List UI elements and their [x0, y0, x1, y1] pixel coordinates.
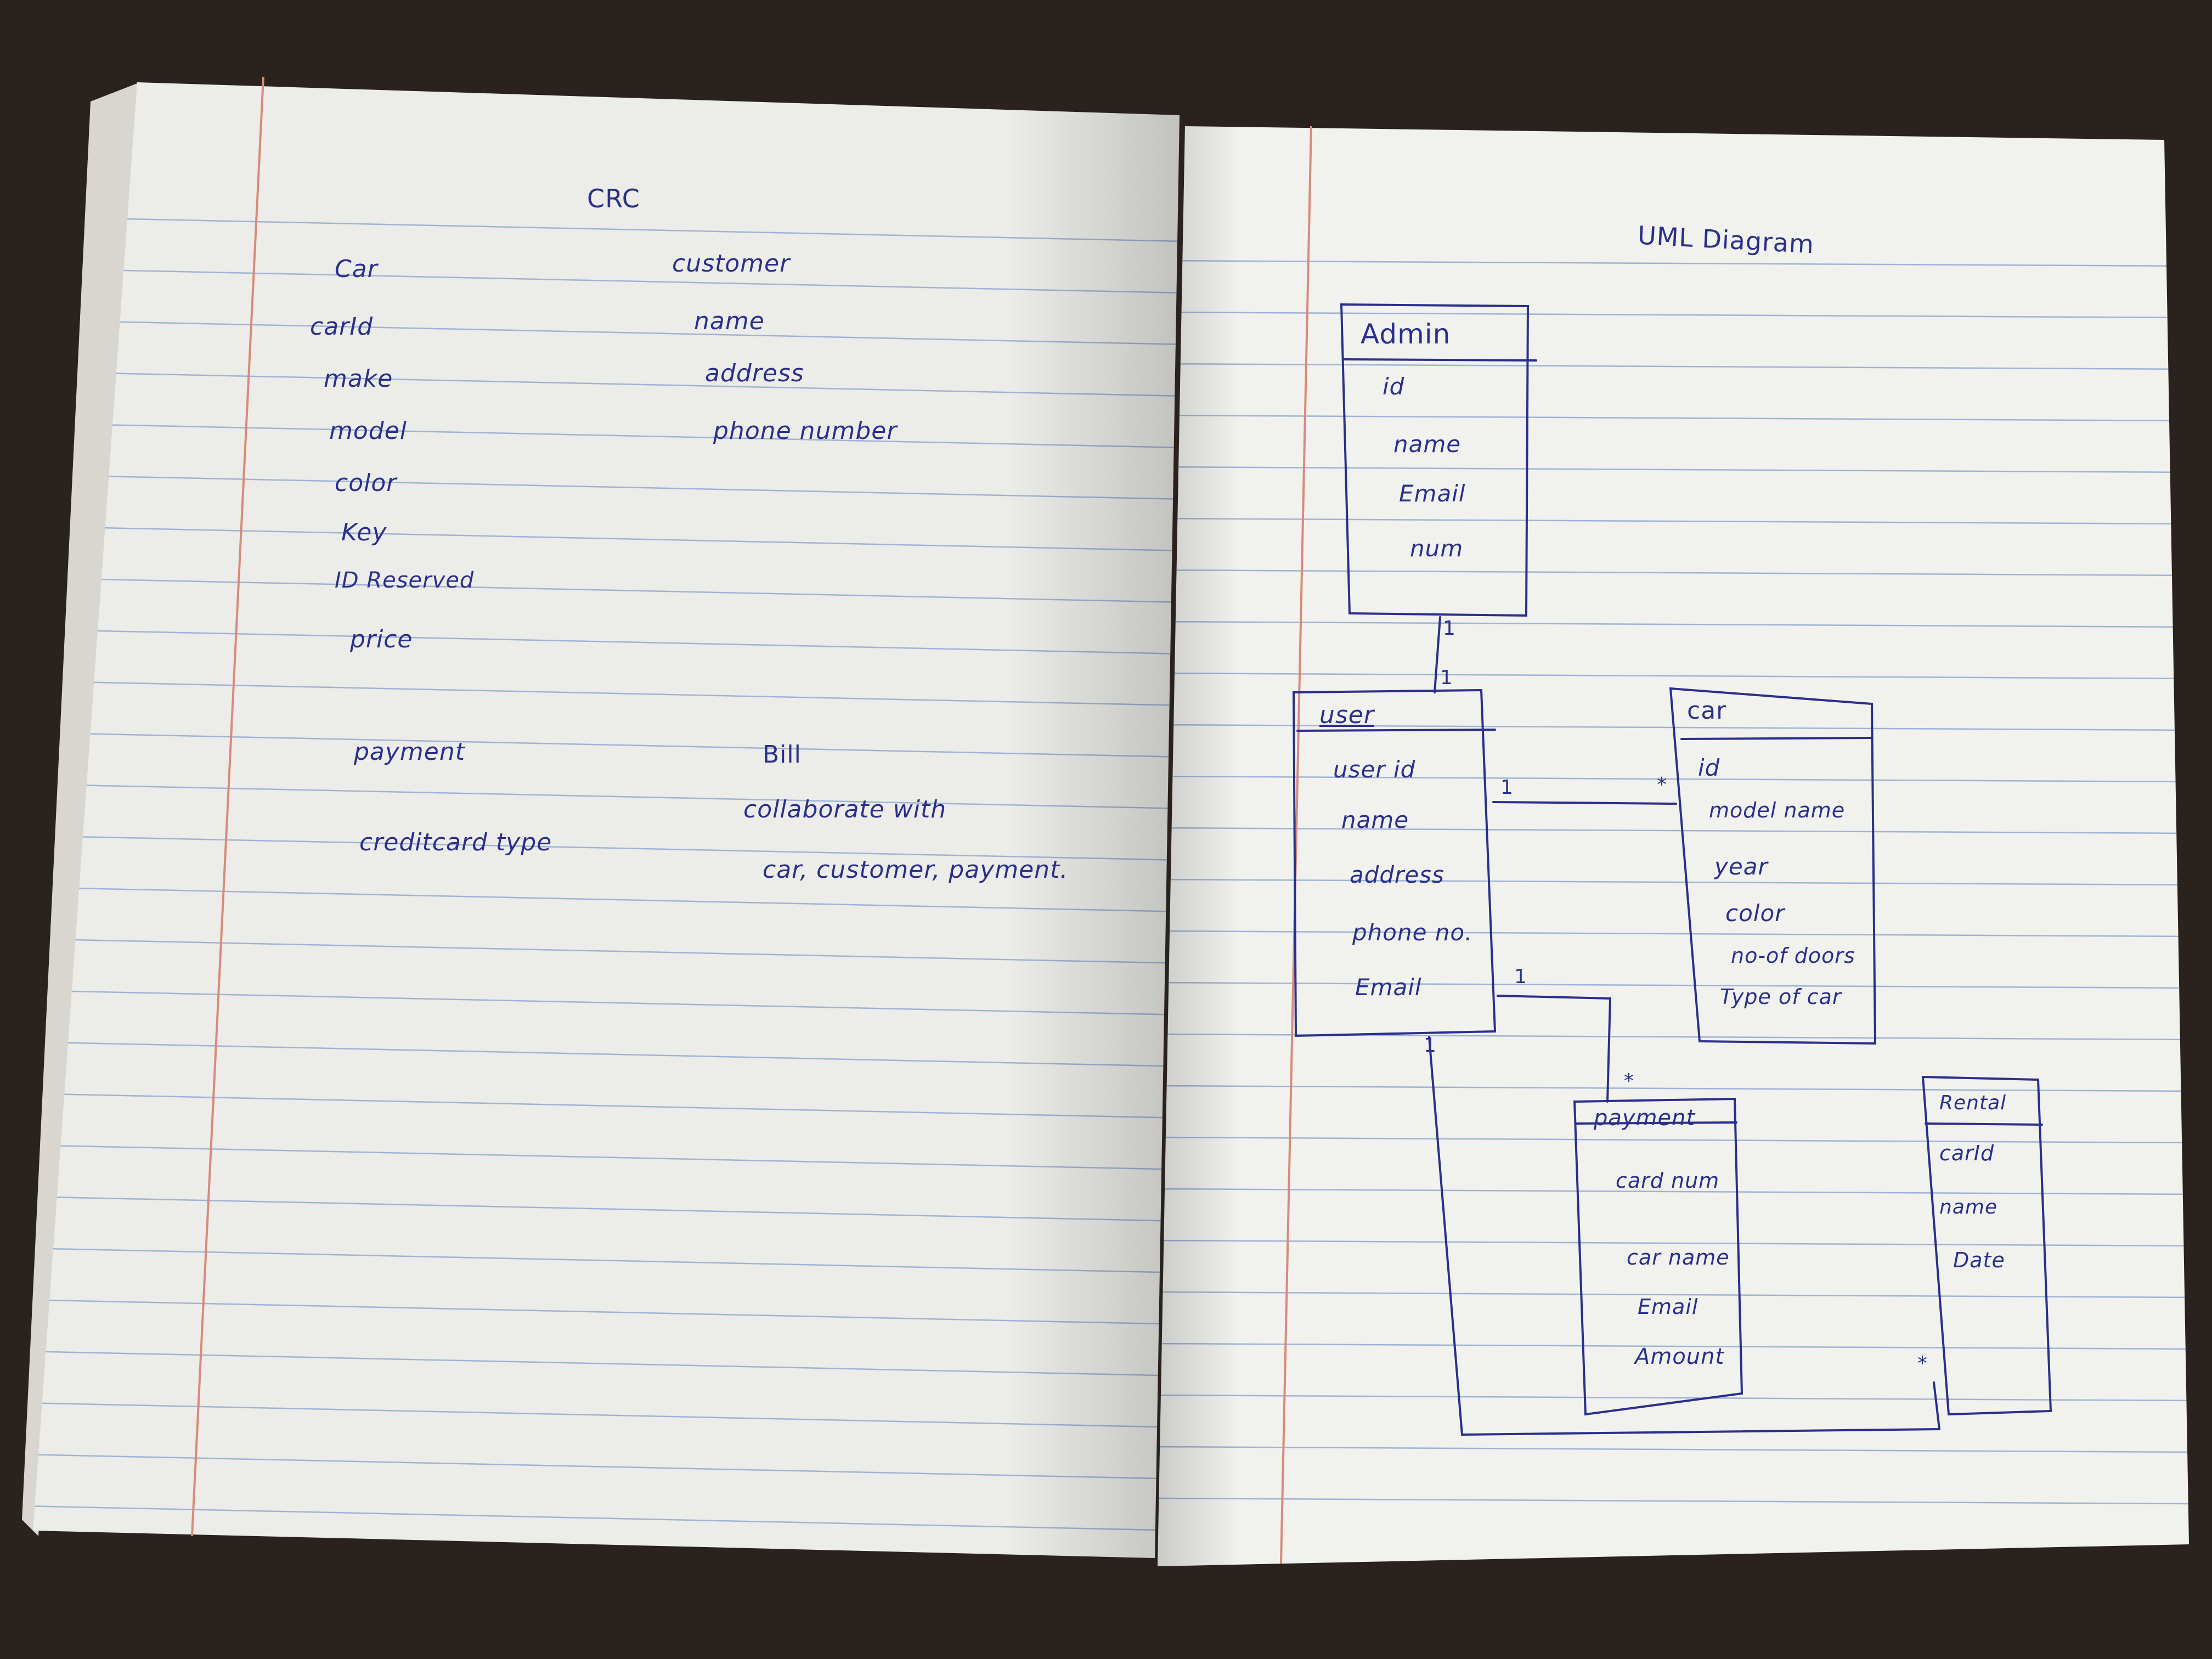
multiplicity-label: 1 [1514, 966, 1527, 988]
multiplicity-label: * [1657, 774, 1667, 796]
user-payment-association [1497, 995, 1612, 1103]
payment-attribute: car name [1627, 1245, 1730, 1269]
user-header-divider [1296, 729, 1496, 732]
admin-user-association [1434, 616, 1441, 693]
crc-car-item: Key [341, 518, 387, 546]
crc-customer-item: phone number [713, 417, 898, 445]
car-attribute: no-of doors [1731, 944, 1855, 968]
rental-attribute: Date [1953, 1248, 2005, 1272]
crc-payment-item: creditcard type [359, 828, 552, 856]
rental-class-box [1921, 1075, 2052, 1416]
admin-class-box [1340, 303, 1530, 617]
payment-class-name: payment [1594, 1105, 1696, 1131]
multiplicity-label: 1 [1424, 1034, 1437, 1057]
user-attribute: phone no. [1352, 919, 1473, 946]
crc-car-item: color [335, 469, 397, 497]
crc-customer-item: name [694, 307, 765, 335]
user-attribute: address [1350, 861, 1444, 888]
admin-attribute: Email [1399, 480, 1466, 507]
crc-bill-item: car, customer, payment. [763, 856, 1069, 884]
payment-attribute: Amount [1635, 1344, 1725, 1369]
multiplicity-label: 1 [1500, 776, 1514, 799]
crc-bill-item: collaborate with [743, 795, 947, 823]
user-rental-association [1428, 1036, 1941, 1436]
user-attribute: name [1341, 806, 1409, 833]
payment-class-box [1573, 1097, 1743, 1416]
crc-bill-title: Bill [763, 741, 802, 769]
admin-header-divider [1343, 358, 1537, 362]
crc-car-item: price [350, 625, 413, 653]
uml-shapes [1292, 303, 2052, 1436]
admin-class-name: Admin [1361, 318, 1451, 350]
crc-car-item: make [324, 365, 393, 393]
crc-heading: CRC [587, 184, 640, 213]
crc-car-item: carId [310, 313, 374, 341]
car-attribute: color [1725, 900, 1785, 927]
multiplicity-label: * [1917, 1352, 1928, 1375]
crc-customer-item: address [705, 359, 804, 387]
rental-header-divider [1925, 1122, 2043, 1126]
car-attribute: id [1698, 754, 1720, 781]
rental-attribute: carId [1939, 1141, 1995, 1165]
crc-customer-title: customer [672, 250, 791, 278]
payment-header-divider [1575, 1121, 1737, 1125]
crc-car-item: ID Reserved [335, 568, 475, 593]
car-attribute: year [1714, 853, 1768, 880]
user-car-association [1492, 801, 1677, 805]
admin-attribute: num [1410, 535, 1464, 562]
car-header-divider [1680, 737, 1873, 740]
car-class-name: car [1687, 697, 1727, 725]
rental-class-name: Rental [1939, 1092, 2007, 1114]
crc-car-title: Car [335, 255, 378, 283]
payment-attribute: Email [1638, 1295, 1699, 1319]
rental-attribute: name [1939, 1196, 1998, 1218]
admin-attribute: id [1383, 373, 1405, 400]
user-class-box [1292, 689, 1497, 1037]
multiplicity-label: * [1624, 1070, 1634, 1092]
car-class-box [1669, 687, 1877, 1045]
user-class-name: user [1319, 701, 1374, 729]
car-attribute: model name [1709, 798, 1846, 822]
user-attribute: Email [1355, 974, 1422, 1001]
page-stack [22, 82, 140, 1536]
user-attribute: user id [1333, 756, 1416, 783]
multiplicity-label: 1 [1440, 667, 1453, 689]
crc-payment-title: payment [354, 738, 466, 766]
car-attribute: Type of car [1720, 985, 1842, 1009]
crc-car-item: model [329, 417, 408, 445]
multiplicity-label: 1 [1443, 617, 1456, 640]
payment-attribute: card num [1616, 1169, 1720, 1193]
admin-attribute: name [1393, 431, 1462, 458]
